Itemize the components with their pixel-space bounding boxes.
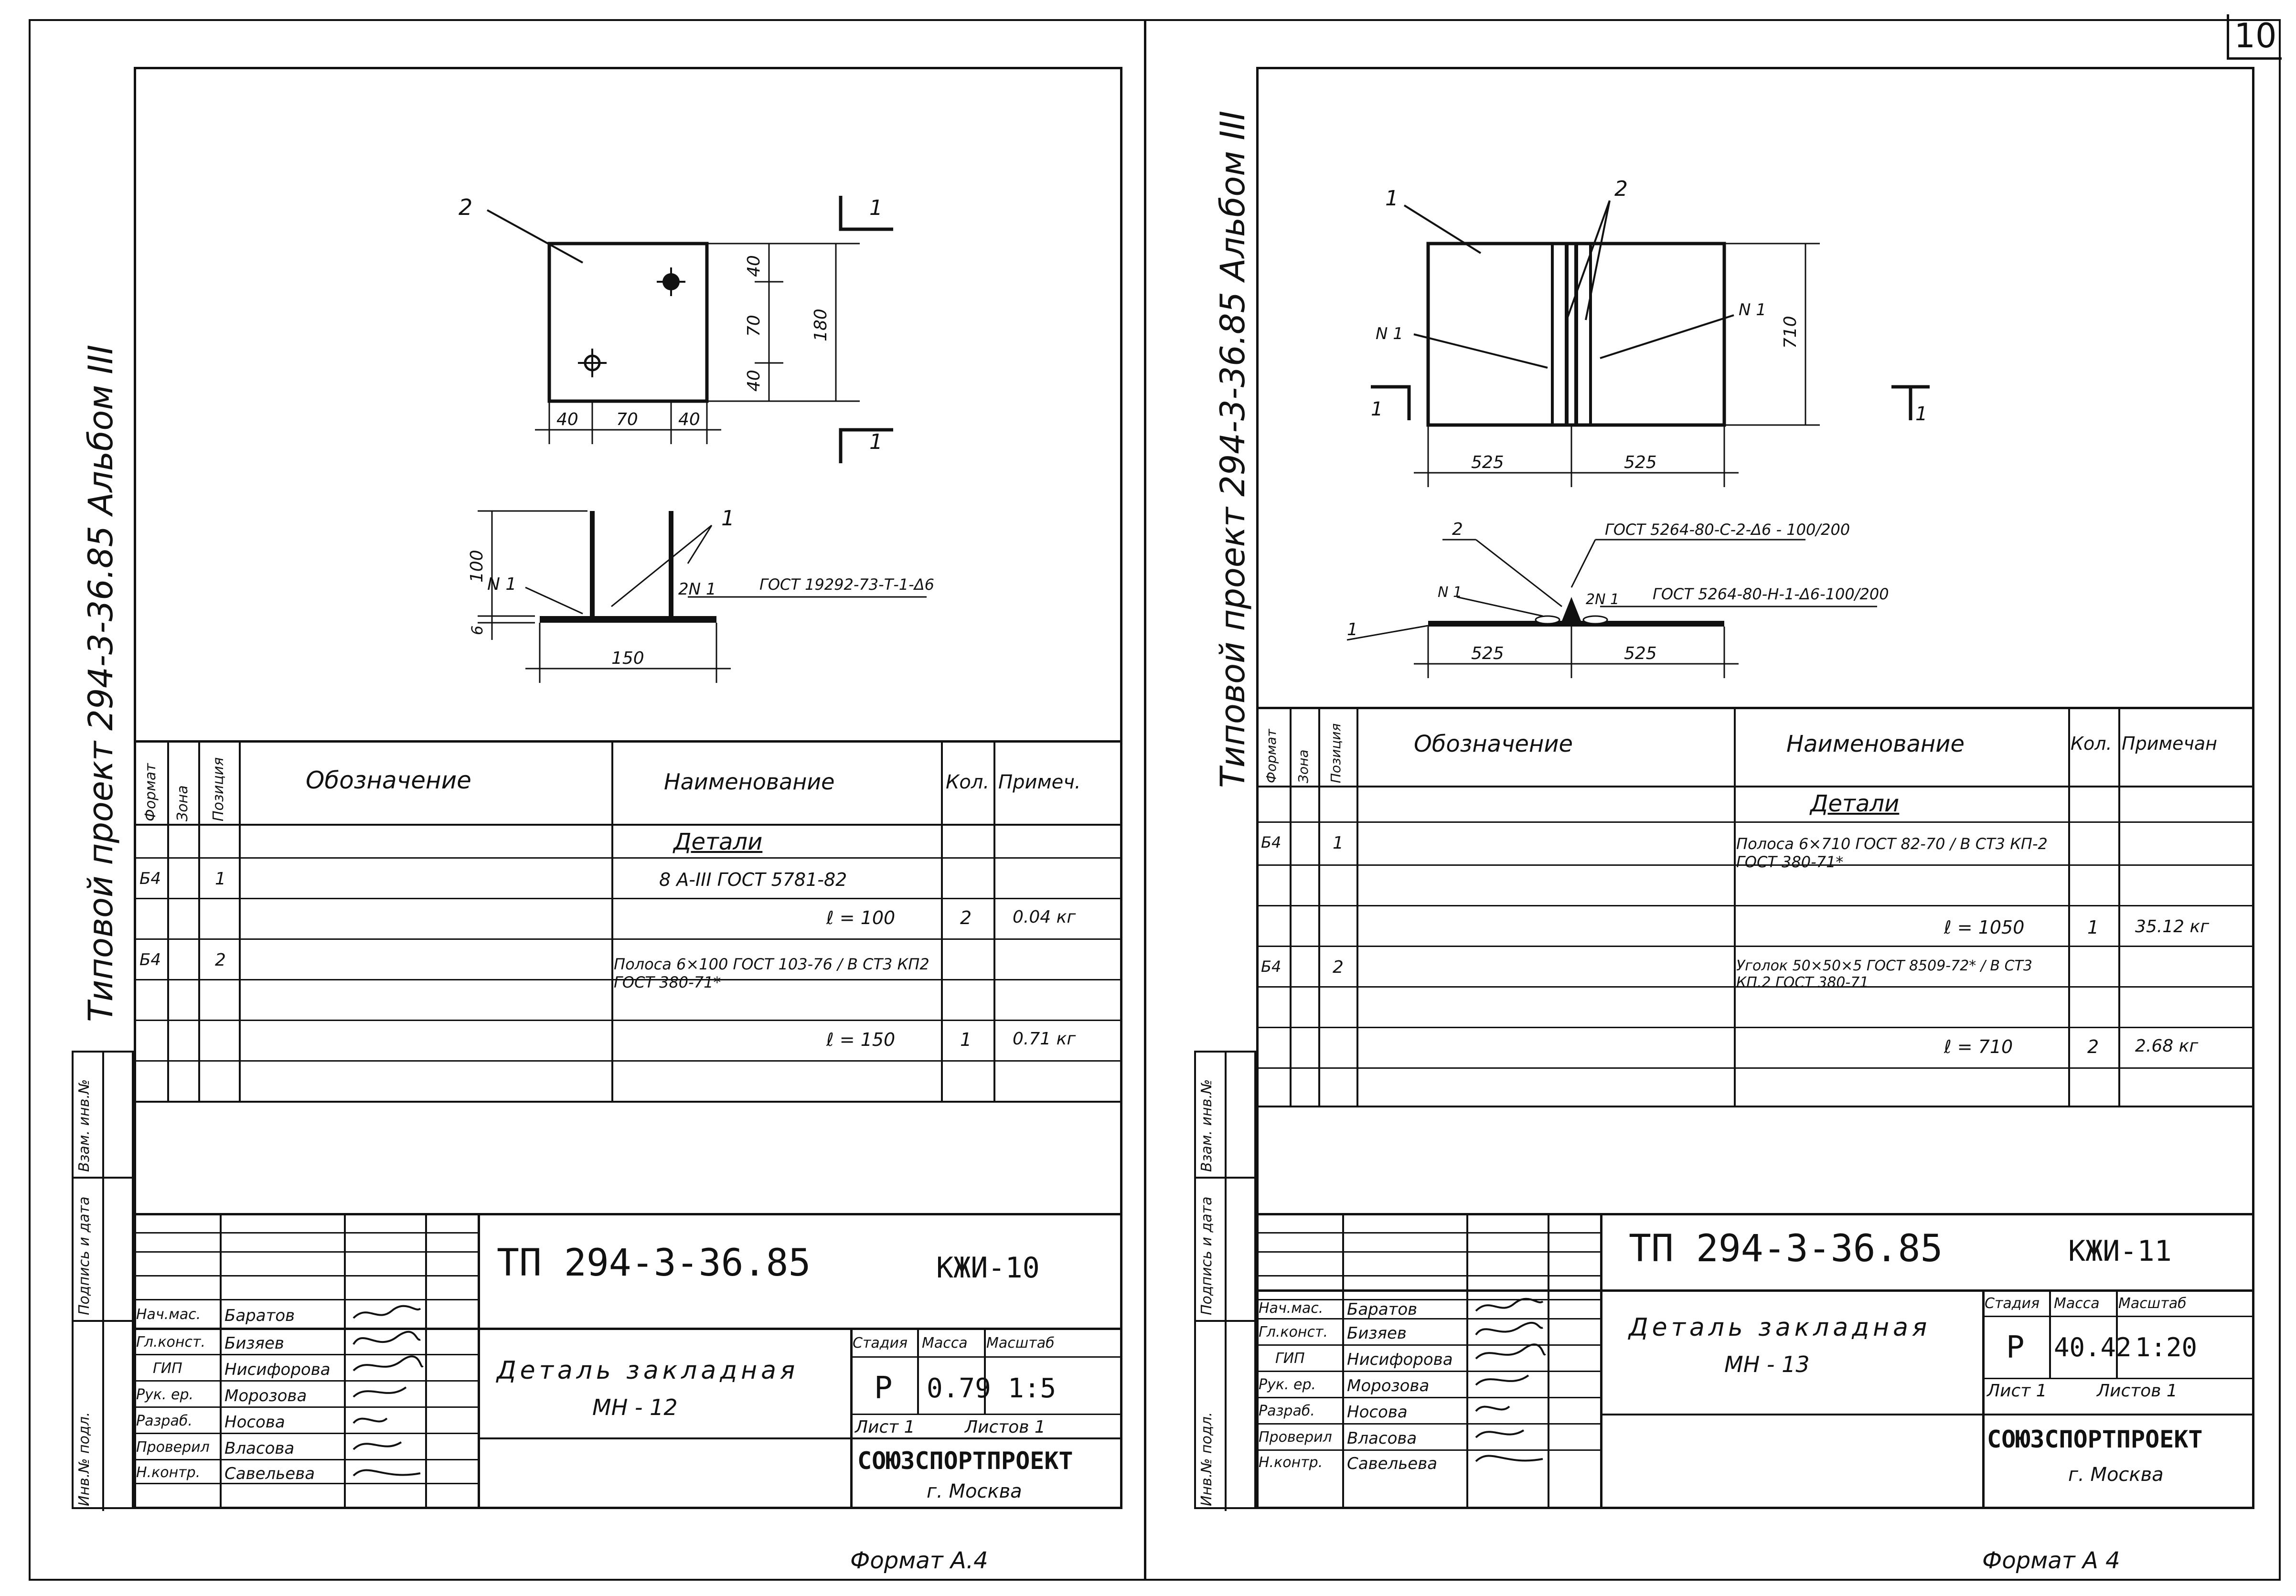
tb-mark: МН - 13: [1724, 1351, 1810, 1377]
svg-text:525: 525: [1624, 453, 1657, 472]
svg-text:2N 1: 2N 1: [1586, 591, 1619, 608]
svg-text:ГОСТ 5264-80-Н-1-Δ6-100/200: ГОСТ 5264-80-Н-1-Δ6-100/200: [1653, 585, 1889, 603]
embedded-part-drawing: 1 2 N 1 N 1 710 1 1 525 525 2: [1346, 177, 1930, 678]
side-stamp: Инв.№ подл. Подпись и дата Взам. инв.№: [1194, 1051, 1258, 1511]
signatures: [1475, 1298, 1546, 1462]
tb-title: Деталь закладная: [1629, 1313, 1931, 1342]
svg-text:40: 40: [678, 410, 700, 429]
svg-text:N 1: N 1: [1739, 300, 1766, 319]
svg-text:70: 70: [744, 315, 764, 337]
signatures: [352, 1305, 424, 1477]
svg-text:710: 710: [1781, 316, 1800, 349]
plate-drawing: 2 1 1 40 70 40 180 40 70 40 1 N 1: [459, 194, 934, 683]
leader-2-label: 2: [459, 194, 472, 220]
row-section: Детали: [673, 829, 763, 855]
svg-text:40: 40: [744, 370, 764, 392]
svg-text:2: 2: [1452, 520, 1463, 539]
tb-org: СОЮЗСПОРТПРОЕКТ: [1987, 1426, 2203, 1453]
sheet-left: Типовой проект 294-3-36.85 Альбом III 2 …: [0, 0, 1146, 1596]
svg-text:ГОСТ 5264-80-С-2-Δ6 - 100/200: ГОСТ 5264-80-С-2-Δ6 - 100/200: [1605, 521, 1850, 539]
hdr-qty: Кол.: [946, 771, 990, 793]
tb-code: ТП 294-3-36.85: [497, 1242, 811, 1285]
album-label: Типовой проект 294-3-36.85 Альбом III: [1213, 110, 1252, 788]
format-label: Формат А 4: [1982, 1547, 2120, 1574]
tb-code: ТП 294-3-36.85: [1629, 1227, 1943, 1270]
svg-text:525: 525: [1624, 644, 1657, 663]
svg-text:1: 1: [721, 506, 735, 531]
svg-text:1: 1: [1347, 620, 1358, 639]
svg-text:1: 1: [1371, 398, 1383, 420]
sheet-right: Типовой проект 294-3-36.85 Альбом III 1 …: [1146, 0, 2296, 1596]
tb-sheet-code: КЖИ-11: [2068, 1234, 2172, 1268]
format-label: Формат А.4: [850, 1547, 988, 1574]
title-block: ТП 294-3-36.85 КЖИ-11 Деталь закладная М…: [1256, 1213, 2254, 1509]
svg-text:100: 100: [467, 550, 487, 583]
spec-table: Формат Зона Позиция Обозначение Наименов…: [1256, 707, 2254, 1108]
svg-text:2N 1: 2N 1: [678, 580, 716, 599]
hdr-qty: Кол.: [2071, 733, 2112, 754]
svg-text:6: 6: [468, 626, 486, 635]
hdr-name: Наименование: [1786, 731, 1965, 757]
svg-text:40: 40: [744, 255, 764, 277]
title-block: ТП 294-3-36.85 КЖИ-10 Деталь закладная М…: [134, 1213, 1122, 1509]
hdr-name: Наименование: [664, 769, 835, 795]
spec-table: Формат Зона Позиция Обозначение Наименов…: [134, 740, 1122, 1103]
svg-text:70: 70: [616, 410, 638, 429]
hdr-note: Примечан: [2122, 733, 2218, 754]
svg-text:525: 525: [1471, 644, 1504, 663]
hdr-note: Примеч.: [998, 771, 1081, 793]
tb-sheet-code: КЖИ-10: [936, 1251, 1040, 1285]
svg-text:525: 525: [1471, 453, 1504, 472]
drawing-frame: [134, 67, 1122, 1509]
tb-org: СОЮЗСПОРТПРОЕКТ: [857, 1447, 1073, 1475]
hdr-designation: Обозначение: [1414, 731, 1573, 757]
drawing-frame: [1256, 67, 2254, 1509]
svg-text:180: 180: [811, 309, 831, 341]
row-section: Детали: [1810, 790, 1900, 817]
svg-text:1: 1: [1385, 186, 1399, 211]
tb-city: г. Москва: [927, 1480, 1022, 1502]
tb-city: г. Москва: [2068, 1464, 2164, 1486]
svg-text:2: 2: [1614, 177, 1628, 201]
svg-text:N 1: N 1: [1376, 324, 1403, 343]
album-label: Типовой проект 294-3-36.85 Альбом III: [81, 344, 120, 1022]
side-stamp: Инв.№ подл. Подпись и дата Взам. инв.№: [72, 1051, 136, 1511]
page-number: 10: [2227, 14, 2282, 60]
svg-text:N 1: N 1: [1438, 584, 1462, 601]
tb-title: Деталь закладная: [497, 1356, 799, 1385]
outer-border-right: [1144, 19, 2281, 1581]
hdr-designation: Обозначение: [306, 766, 471, 794]
tb-mark: МН - 12: [592, 1394, 678, 1420]
svg-text:1: 1: [869, 196, 883, 220]
svg-text:150: 150: [611, 649, 644, 668]
svg-text:1: 1: [1915, 403, 1927, 425]
svg-text:40: 40: [556, 410, 578, 429]
svg-text:ГОСТ 19292-73-Т-1-Δ6: ГОСТ 19292-73-Т-1-Δ6: [759, 575, 934, 594]
svg-text:1: 1: [869, 430, 883, 454]
